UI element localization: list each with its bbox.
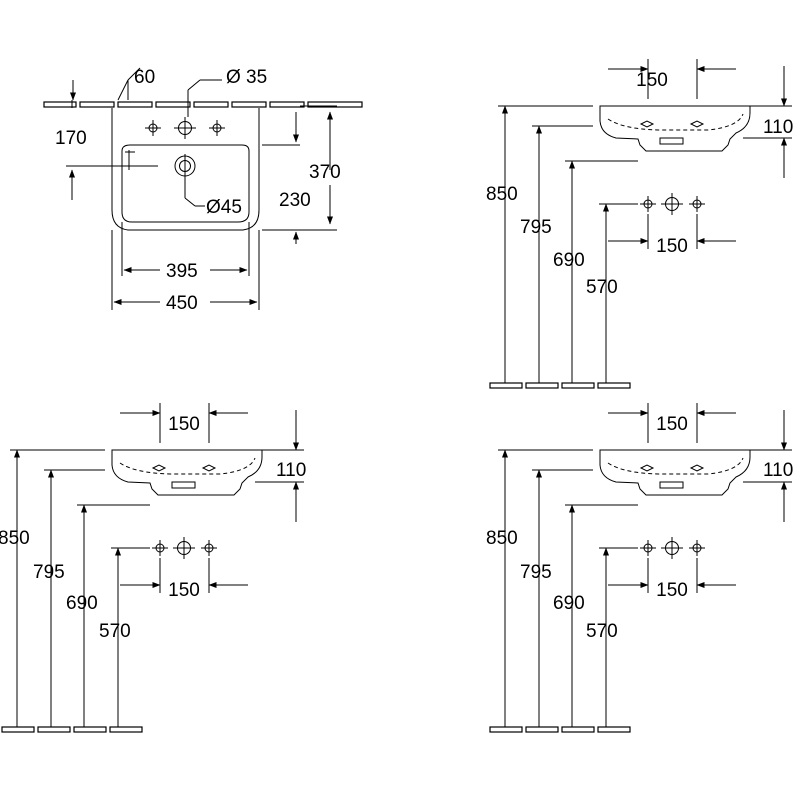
v1-basin-height: 110 xyxy=(763,117,793,138)
v2-rim-height: 850 xyxy=(0,528,30,549)
dim-depth-front: 230 xyxy=(279,190,311,211)
v2-bowl-height: 795 xyxy=(33,562,65,583)
top-view: 60 Ø 35 170 Ø45 370 230 395 xyxy=(43,67,363,314)
v3-supply-height: 570 xyxy=(586,621,618,642)
wall-strip xyxy=(43,101,363,108)
v1-siphon-height: 690 xyxy=(553,250,585,271)
v3-tap-spacing: 150 xyxy=(656,414,688,435)
v1-tap-spacing: 150 xyxy=(636,70,668,91)
tap-holes xyxy=(144,116,226,140)
v1-supply-spacing: 150 xyxy=(656,236,688,257)
dim-width-inner: 395 xyxy=(166,261,198,282)
tap-hole-center-icon xyxy=(173,116,197,140)
v2-tap-spacing: 150 xyxy=(168,414,200,435)
dim-depth-total: 370 xyxy=(309,162,341,183)
drain-icon xyxy=(134,154,196,178)
v1-supply-height: 570 xyxy=(586,277,618,298)
v3-siphon-height: 690 xyxy=(553,593,585,614)
v3-bowl-height: 795 xyxy=(520,562,552,583)
dim-drain: Ø45 xyxy=(206,197,242,218)
v2-supply-height: 570 xyxy=(99,621,131,642)
dim-width-outer: 450 xyxy=(166,293,198,314)
v2-supply-spacing: 150 xyxy=(168,580,200,601)
dim-hole-spacing: 60 xyxy=(134,67,155,88)
v1-bowl-height: 795 xyxy=(520,217,552,238)
basin-outline xyxy=(111,108,260,310)
tap-hole-left-icon xyxy=(144,119,162,137)
dim-tap-offset: 170 xyxy=(55,128,87,149)
v3-rim-height: 850 xyxy=(486,528,518,549)
v2-basin-height: 110 xyxy=(276,460,306,481)
tap-hole-right-icon xyxy=(208,119,226,137)
v2-siphon-height: 690 xyxy=(66,593,98,614)
v1-rim-height: 850 xyxy=(486,184,518,205)
dim-tap-hole: Ø 35 xyxy=(226,67,267,88)
v3-supply-spacing: 150 xyxy=(656,580,688,601)
v3-basin-height: 110 xyxy=(763,460,793,481)
